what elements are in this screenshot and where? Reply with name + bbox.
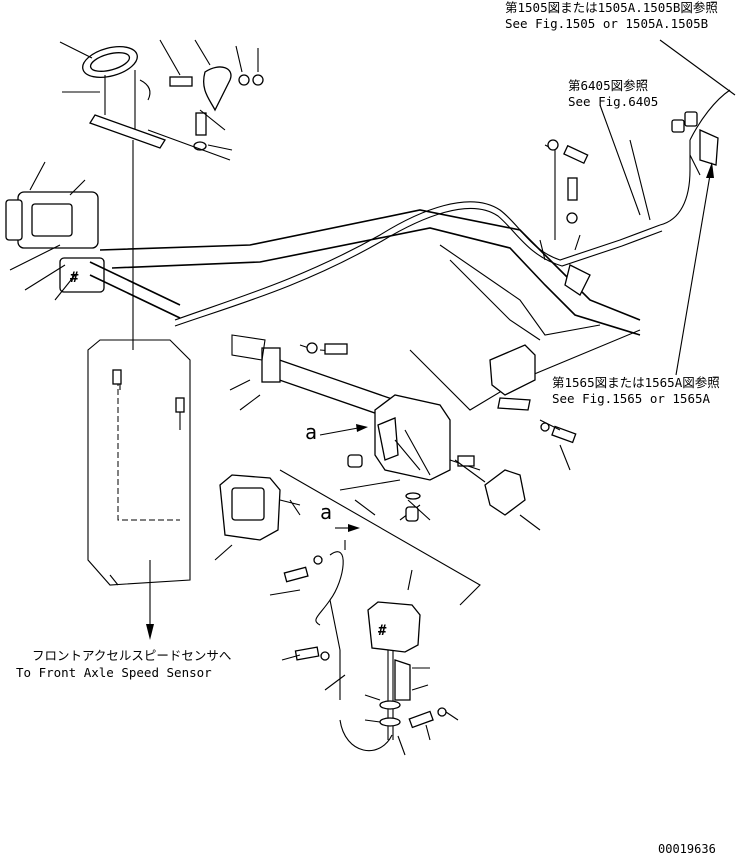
front-axle-sensor-en: To Front Axle Speed Sensor bbox=[16, 665, 212, 680]
ref-fig-6405-en: See Fig.6405 bbox=[568, 94, 659, 109]
right-lamps bbox=[454, 344, 577, 531]
upper-right-lamp bbox=[489, 344, 536, 396]
tank-outline bbox=[87, 339, 191, 586]
view-label-a-upper: a bbox=[305, 420, 318, 444]
svg-text:#: # bbox=[70, 270, 79, 286]
mirror-assembly bbox=[59, 39, 264, 161]
ref-fig-6405-jp: 第6405図参照 bbox=[568, 78, 649, 93]
ref-fig-1565-jp: 第1565図または1565A図参照 bbox=[552, 375, 720, 390]
center-lamp bbox=[374, 394, 481, 481]
svg-text:#: # bbox=[378, 623, 387, 639]
drawing-number: 00019636 bbox=[658, 842, 716, 856]
right-upper-bracket bbox=[539, 111, 719, 296]
upper-harness bbox=[174, 89, 731, 327]
view-label-a-lower: a bbox=[320, 500, 333, 524]
lower-right-lamp: # bbox=[339, 569, 459, 756]
ref-fig-1565-en: See Fig.1565 or 1565A bbox=[552, 391, 711, 406]
ref-fig-1505-jp: 第1505図または1505A.1505B図参照 bbox=[505, 0, 718, 15]
right-round-lamp bbox=[484, 469, 526, 516]
lower-left-lamp bbox=[214, 474, 301, 561]
left-lamp-assembly: # bbox=[5, 161, 181, 319]
bolt bbox=[169, 76, 193, 87]
lower-hardware bbox=[269, 540, 346, 700]
center-bracket bbox=[229, 334, 396, 421]
front-axle-sensor-jp: フロントアクセルスピードセンサへ bbox=[32, 648, 232, 663]
ref-fig-1505-en: See Fig.1505 or 1505A.1505B bbox=[505, 16, 709, 31]
